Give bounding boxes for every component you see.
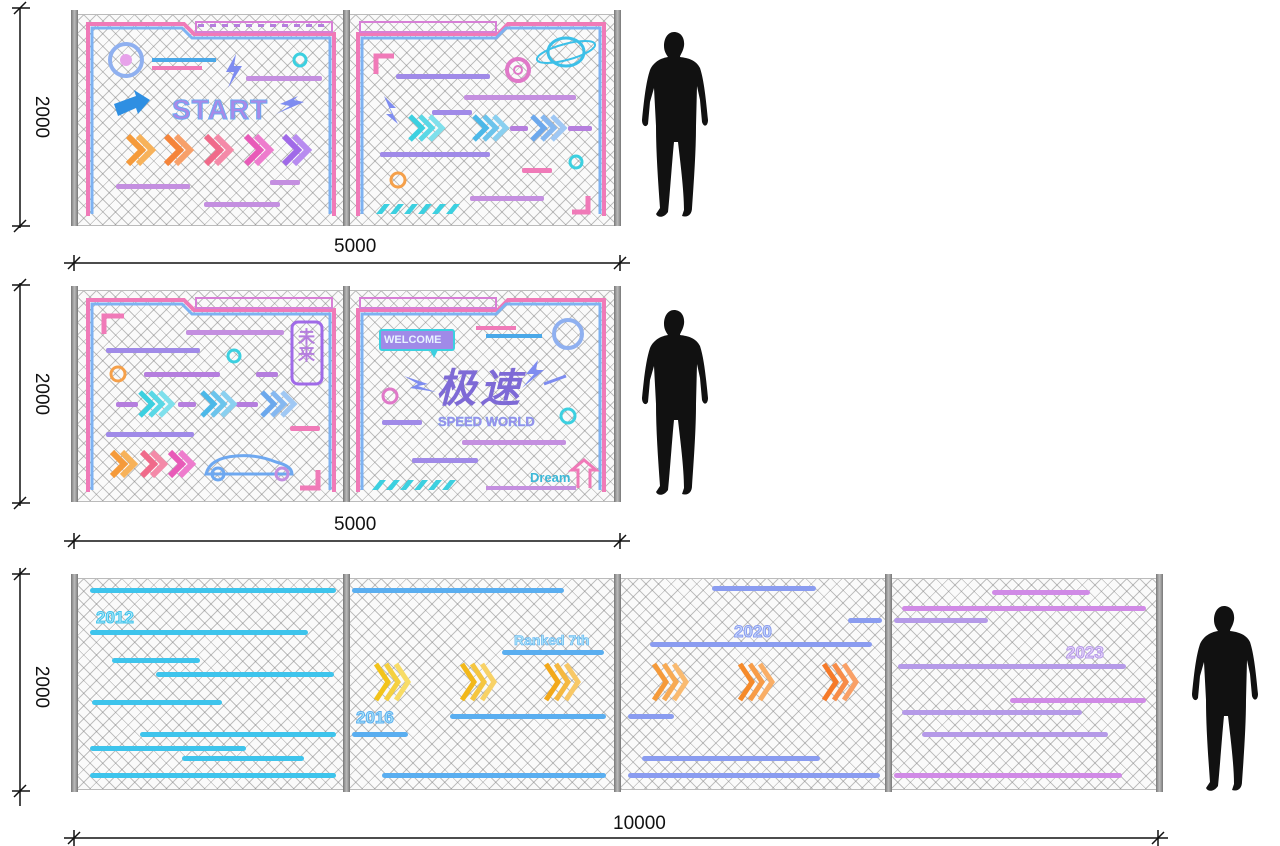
lightning-icon — [522, 360, 544, 388]
lightning-icon — [384, 96, 398, 124]
speed-world-subtitle: SPEED WORLD — [438, 414, 535, 430]
race-car-icon — [204, 454, 294, 476]
neon-bar — [352, 588, 564, 593]
person-silhouette-icon — [642, 310, 708, 495]
neon-bar — [502, 650, 604, 655]
fence-post — [71, 10, 78, 226]
arrow-up-icon — [567, 458, 601, 488]
neon-bar — [156, 672, 334, 677]
lightning-icon — [276, 96, 304, 114]
fence-post — [885, 574, 892, 792]
fence-post — [614, 10, 621, 226]
neon-bar — [352, 732, 408, 737]
neon-bar — [902, 606, 1146, 611]
lightning-icon — [404, 376, 436, 392]
neon-bar — [642, 756, 820, 761]
neon-bar — [848, 618, 882, 623]
row2-width-label: 5000 — [334, 514, 377, 535]
year-2023: 2023 — [1066, 643, 1105, 663]
neon-bar — [382, 773, 606, 778]
neon-bar — [90, 630, 308, 635]
start-title: START — [171, 94, 269, 126]
neon-bar — [922, 732, 1108, 737]
lightning-icon — [226, 54, 242, 88]
neon-bar — [712, 586, 816, 591]
neon-bar — [992, 590, 1090, 595]
neon-bar — [90, 773, 336, 778]
neon-bar — [112, 658, 200, 663]
row3-panel-1 — [76, 578, 346, 790]
row1-panel-left — [76, 14, 346, 226]
chinese-title: 极速 — [436, 365, 524, 412]
person-silhouette-icon — [642, 32, 708, 217]
neon-bar — [92, 700, 222, 705]
neon-bar — [894, 618, 988, 623]
year-2016: 2016 — [356, 708, 395, 728]
neon-bar — [182, 756, 304, 761]
neon-bar — [894, 773, 1122, 778]
fence-post — [1156, 574, 1163, 792]
neon-bar — [902, 710, 1082, 715]
neon-bar — [1010, 698, 1146, 703]
neon-bar — [90, 588, 336, 593]
fence-post — [71, 286, 78, 502]
ranked-text: Ranked 7th — [514, 632, 590, 649]
welcome-badge: WELCOME — [384, 334, 442, 346]
neon-bar — [628, 714, 674, 719]
badge-circle — [108, 42, 144, 78]
fence-post — [343, 574, 350, 792]
year-2020: 2020 — [734, 622, 773, 642]
neon-bar — [450, 714, 606, 719]
row2-neon-frame — [86, 297, 606, 492]
planet-icon — [546, 36, 586, 68]
year-2012: 2012 — [96, 608, 135, 628]
person-silhouette-icon — [1192, 606, 1258, 791]
neon-bar — [140, 732, 336, 737]
fence-post — [343, 10, 350, 226]
row3-width-label: 10000 — [613, 813, 666, 834]
fence-post — [614, 574, 621, 792]
neon-bar — [90, 746, 246, 751]
dream-text: Dream — [530, 470, 571, 485]
neon-bar — [898, 664, 1126, 669]
neon-bar — [628, 773, 880, 778]
neon-bar — [650, 642, 872, 647]
row1-neon-frame — [86, 21, 606, 216]
vertical-chinese-title: 未来 — [295, 328, 314, 362]
row1-width-label: 5000 — [334, 236, 377, 257]
fence-post — [614, 286, 621, 502]
fence-post — [71, 574, 78, 792]
fence-post — [343, 286, 350, 502]
arrow-icon — [114, 90, 150, 116]
